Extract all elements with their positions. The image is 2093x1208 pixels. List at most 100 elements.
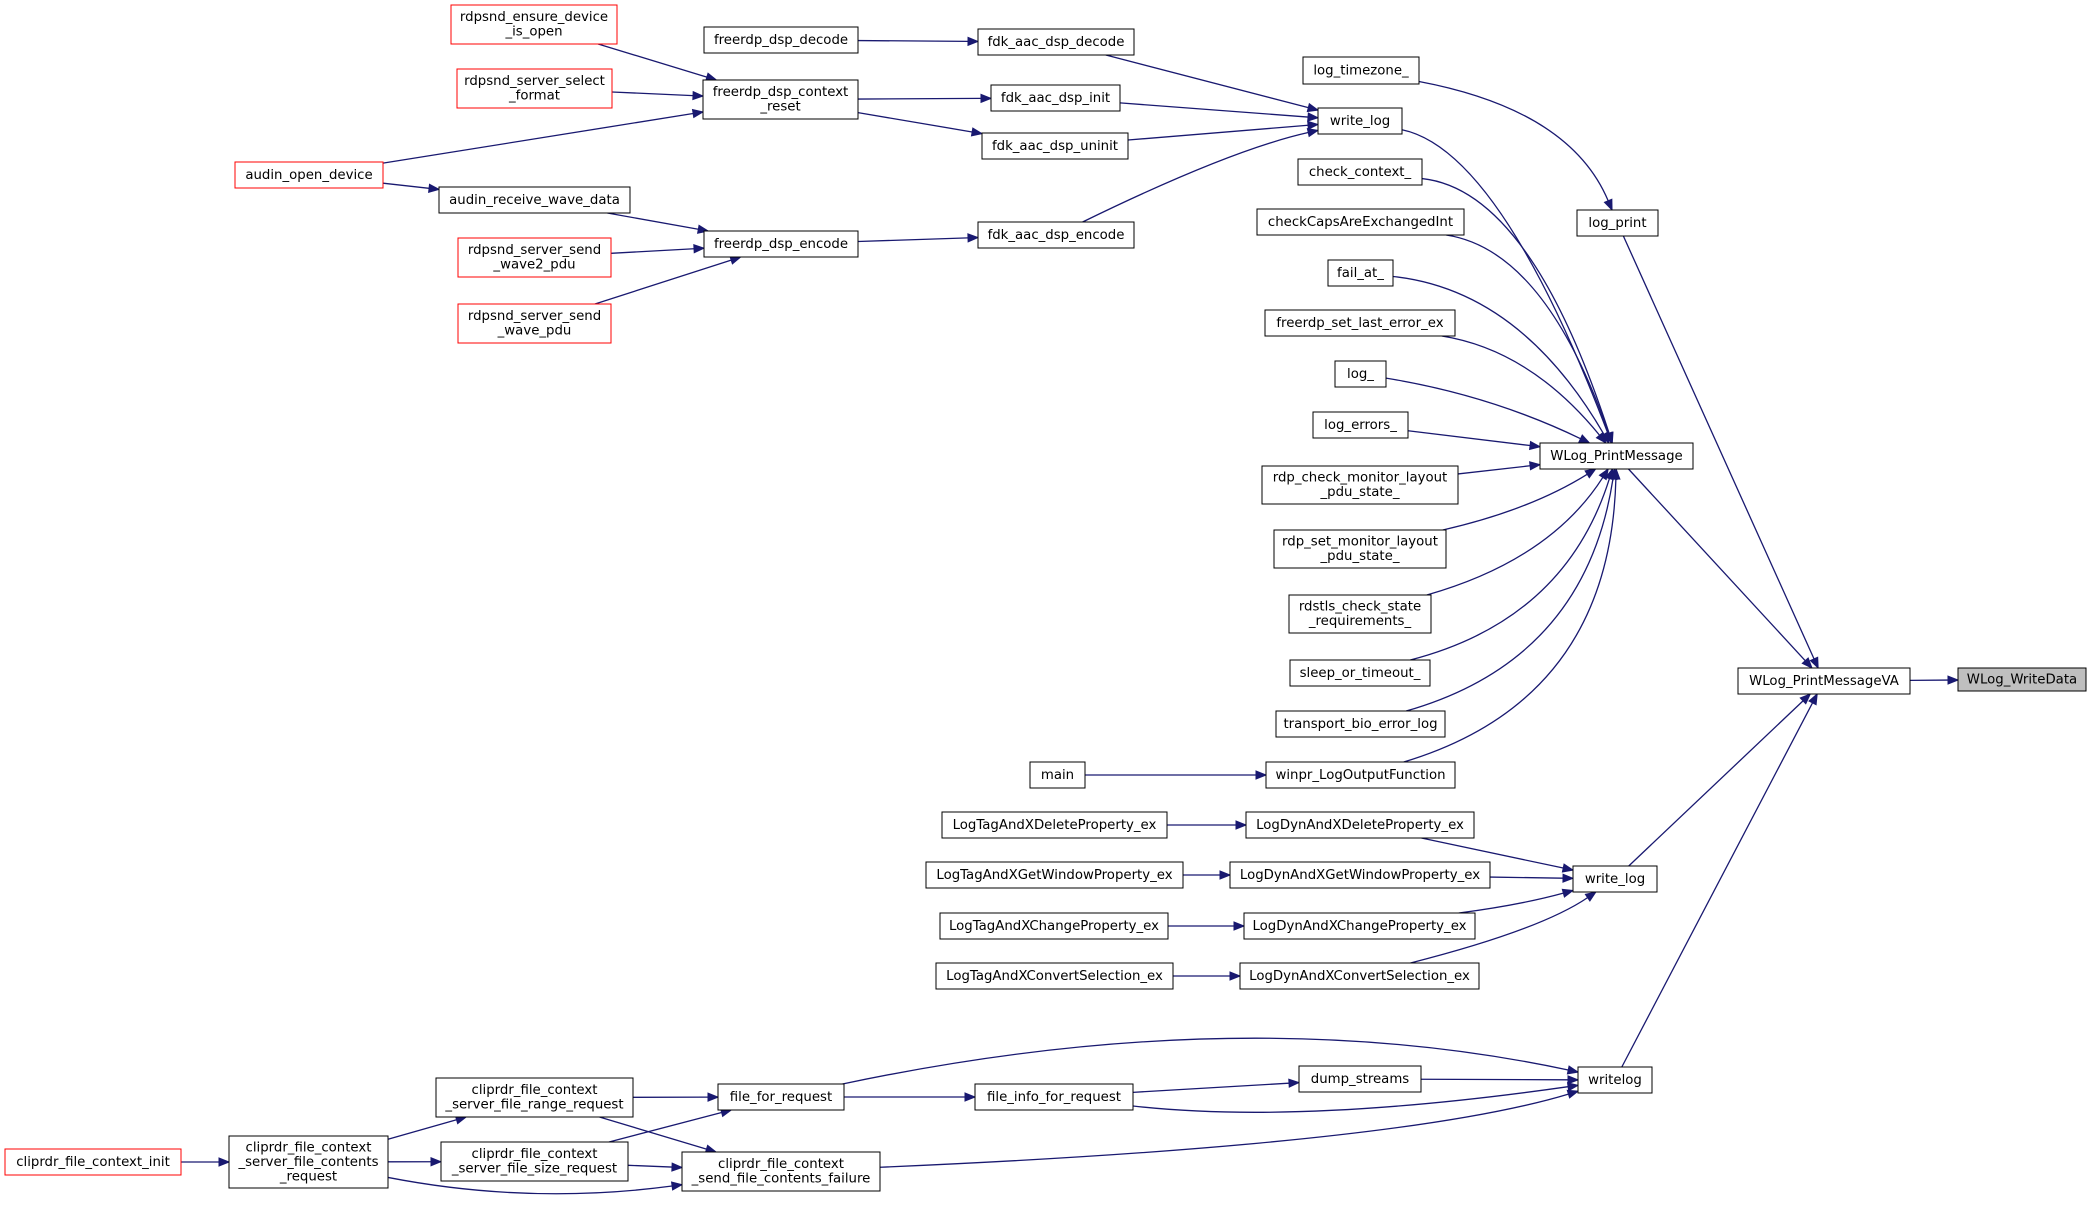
node-audin_open_device[interactable]: audin_open_device [234,161,384,189]
node-log_errors[interactable]: log_errors_ [1312,411,1409,439]
node-freerdp_dsp_context_reset[interactable]: freerdp_dsp_context_reset [702,79,859,120]
node-box-log_[interactable] [1334,360,1387,388]
node-cliprdr_size_request[interactable]: cliprdr_file_context_server_file_size_re… [440,1141,629,1182]
node-box-rdstls_check[interactable] [1288,594,1432,634]
node-box-freerdp_dsp_encode[interactable] [703,230,859,258]
node-box-rdp_set_monitor[interactable] [1273,529,1447,569]
node-fdk_aac_dsp_encode[interactable]: fdk_aac_dsp_encode [977,221,1135,249]
node-fdk_aac_dsp_decode[interactable]: fdk_aac_dsp_decode [977,28,1135,56]
node-box-fail_at[interactable] [1327,259,1394,287]
node-box-wlog_printmessage[interactable] [1539,442,1694,470]
node-fail_at[interactable]: fail_at_ [1327,259,1394,287]
node-rdpsnd_send_wave[interactable]: rdpsnd_server_send_wave_pdu [457,303,612,344]
node-checkcaps[interactable]: checkCapsAreExchangedInt [1256,208,1465,236]
node-dump_streams[interactable]: dump_streams [1298,1065,1422,1093]
node-sleep_or_timeout[interactable]: sleep_or_timeout_ [1289,659,1431,687]
node-fdk_aac_dsp_uninit[interactable]: fdk_aac_dsp_uninit [981,132,1129,160]
node-box-write_log_x[interactable] [1572,865,1658,893]
node-logdyn_change[interactable]: LogDynAndXChangeProperty_ex [1243,912,1476,940]
node-write_log_dsp[interactable]: write_log [1317,107,1403,135]
node-box-cliprdr_contents_request[interactable] [228,1135,389,1189]
node-box-wlog_writedata[interactable] [1957,667,2087,692]
node-cliprdr_init[interactable]: cliprdr_file_context_init [4,1148,182,1176]
node-cliprdr_range_request[interactable]: cliprdr_file_context_server_file_range_r… [435,1077,634,1118]
node-wlog_printmessage[interactable]: WLog_PrintMessage [1539,442,1694,470]
node-box-logtag_convert[interactable] [935,962,1174,990]
node-box-check_context[interactable] [1297,158,1423,186]
node-log_print[interactable]: log_print [1576,209,1659,237]
node-box-logdyn_change[interactable] [1243,912,1476,940]
node-write_log_x[interactable]: write_log [1572,865,1658,893]
node-box-writelog[interactable] [1577,1066,1653,1094]
node-box-transport_bio_error_log[interactable] [1275,710,1446,738]
node-box-rdp_check_monitor[interactable] [1261,465,1459,505]
node-box-log_errors[interactable] [1312,411,1409,439]
node-box-write_log_dsp[interactable] [1317,107,1403,135]
node-rdp_set_monitor[interactable]: rdp_set_monitor_layout_pdu_state_ [1273,529,1447,569]
node-box-logdyn_delete[interactable] [1245,811,1475,839]
node-box-freerdp_dsp_context_reset[interactable] [702,79,859,120]
node-logdyn_delete[interactable]: LogDynAndXDeleteProperty_ex [1245,811,1475,839]
node-box-rdpsnd_server_select[interactable] [456,68,613,109]
node-box-wlog_printmessageva[interactable] [1737,667,1911,695]
node-audin_receive_wave_data[interactable]: audin_receive_wave_data [438,186,631,214]
node-logtag_getwindow[interactable]: LogTagAndXGetWindowProperty_ex [925,861,1184,889]
node-cliprdr_contents_request[interactable]: cliprdr_file_context_server_file_content… [228,1135,389,1189]
node-box-audin_receive_wave_data[interactable] [438,186,631,214]
node-box-main[interactable] [1029,761,1086,789]
node-box-logdyn_convert[interactable] [1239,962,1480,990]
node-box-rdpsnd_send_wave[interactable] [457,303,612,344]
node-box-cliprdr_init[interactable] [4,1148,182,1176]
node-box-file_info_for_request[interactable] [974,1083,1134,1111]
node-box-rdpsnd_send_wave2[interactable] [457,237,612,278]
node-main[interactable]: main [1029,761,1086,789]
node-freerdp_dsp_encode[interactable]: freerdp_dsp_encode [703,230,859,258]
node-wlog_writedata[interactable]: WLog_WriteData [1957,667,2087,692]
node-log_[interactable]: log_ [1334,360,1387,388]
node-box-cliprdr_send_failure[interactable] [681,1151,881,1192]
node-rdpsnd_server_select[interactable]: rdpsnd_server_select_format [456,68,613,109]
node-wlog_printmessageva[interactable]: WLog_PrintMessageVA [1737,667,1911,695]
node-logdyn_convert[interactable]: LogDynAndXConvertSelection_ex [1239,962,1480,990]
node-box-winpr_logoutputfunction[interactable] [1265,761,1456,789]
node-rdp_check_monitor[interactable]: rdp_check_monitor_layout_pdu_state_ [1261,465,1459,505]
node-box-sleep_or_timeout[interactable] [1289,659,1431,687]
node-box-dump_streams[interactable] [1298,1065,1422,1093]
node-box-freerdp_dsp_decode[interactable] [703,26,859,54]
node-file_for_request[interactable]: file_for_request [717,1083,845,1111]
node-box-cliprdr_range_request[interactable] [435,1077,634,1118]
node-check_context[interactable]: check_context_ [1297,158,1423,186]
node-writelog[interactable]: writelog [1577,1066,1653,1094]
node-box-file_for_request[interactable] [717,1083,845,1111]
node-box-checkcaps[interactable] [1256,208,1465,236]
node-box-fdk_aac_dsp_decode[interactable] [977,28,1135,56]
node-rdpsnd_send_wave2[interactable]: rdpsnd_server_send_wave2_pdu [457,237,612,278]
node-box-freerdp_set_last_error_ex[interactable] [1264,309,1456,337]
node-rdpsnd_ensure_device[interactable]: rdpsnd_ensure_device_is_open [450,4,618,45]
node-box-logtag_delete[interactable] [941,811,1168,839]
node-logtag_change[interactable]: LogTagAndXChangeProperty_ex [939,912,1169,940]
node-box-audin_open_device[interactable] [234,161,384,189]
node-rdstls_check[interactable]: rdstls_check_state_requirements_ [1288,594,1432,634]
node-freerdp_dsp_decode[interactable]: freerdp_dsp_decode [703,26,859,54]
node-box-fdk_aac_dsp_uninit[interactable] [981,132,1129,160]
node-box-logtag_getwindow[interactable] [925,861,1184,889]
node-logtag_delete[interactable]: LogTagAndXDeleteProperty_ex [941,811,1168,839]
node-box-fdk_aac_dsp_encode[interactable] [977,221,1135,249]
node-winpr_logoutputfunction[interactable]: winpr_LogOutputFunction [1265,761,1456,789]
node-cliprdr_send_failure[interactable]: cliprdr_file_context_send_file_contents_… [681,1151,881,1192]
node-box-log_timezone[interactable] [1302,56,1420,85]
node-box-log_print[interactable] [1576,209,1659,237]
node-box-logdyn_getwindow[interactable] [1229,861,1491,889]
node-box-cliprdr_size_request[interactable] [440,1141,629,1182]
node-fdk_aac_dsp_init[interactable]: fdk_aac_dsp_init [990,84,1121,112]
node-freerdp_set_last_error_ex[interactable]: freerdp_set_last_error_ex [1264,309,1456,337]
node-logdyn_getwindow[interactable]: LogDynAndXGetWindowProperty_ex [1229,861,1491,889]
node-transport_bio_error_log[interactable]: transport_bio_error_log [1275,710,1446,738]
node-box-rdpsnd_ensure_device[interactable] [450,4,618,45]
node-box-fdk_aac_dsp_init[interactable] [990,84,1121,112]
node-file_info_for_request[interactable]: file_info_for_request [974,1083,1134,1111]
node-logtag_convert[interactable]: LogTagAndXConvertSelection_ex [935,962,1174,990]
node-log_timezone[interactable]: log_timezone_ [1302,56,1420,85]
node-box-logtag_change[interactable] [939,912,1169,940]
